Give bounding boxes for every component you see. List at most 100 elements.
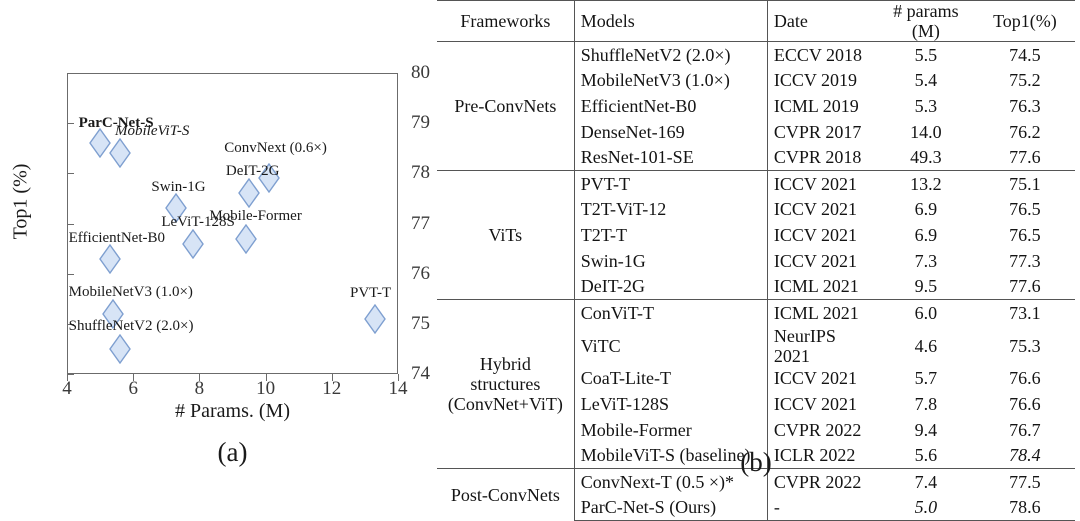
cell-top1: 78.4 xyxy=(1009,445,1041,466)
y-tick-mark-74 xyxy=(67,374,74,375)
y-axis-title: Top1 (%) xyxy=(9,163,32,240)
data-point-label: MobileNetV3 (1.0×) xyxy=(68,283,193,300)
cell-top1: 76.5 xyxy=(1009,224,1041,245)
cell-date: CVPR 2022 xyxy=(766,416,877,443)
data-point-label: ShuffleNetV2 (2.0×) xyxy=(68,318,194,335)
x-tick-label-6: 6 xyxy=(128,378,138,399)
col-header-frameworks: Frameworks xyxy=(437,0,575,42)
cell-top1: 74.5 xyxy=(974,40,1075,68)
cell-params: 9.5 xyxy=(914,276,938,297)
x-tick-label-8: 8 xyxy=(194,378,205,399)
cell-date: - xyxy=(766,494,877,521)
cell-top1: 75.3 xyxy=(1009,335,1041,356)
cell-model: DeIT-2G xyxy=(573,273,768,300)
cell-params: 49.3 xyxy=(910,147,942,168)
x-tick-mark-12 xyxy=(331,374,333,381)
cell-date: ICCV 2019 xyxy=(766,67,877,94)
cell-top1: 75.2 xyxy=(1009,70,1041,91)
cell-top1: 77.6 xyxy=(1009,276,1041,297)
cell-model: T2T-ViT-12 xyxy=(573,196,768,223)
cell-top1: 76.5 xyxy=(1009,199,1041,220)
cell-model: ParC-Net-S (Ours) xyxy=(573,494,768,521)
x-tick-mark-10 xyxy=(265,374,267,381)
cell-top1: 77.6 xyxy=(1009,147,1041,168)
cell-model: ShuffleNetV2 (2.0×) xyxy=(573,40,768,68)
cell-params: 5.0 xyxy=(876,494,975,521)
cell-top1: 76.6 xyxy=(1009,393,1041,414)
data-point-label: ParC-Net-S xyxy=(78,115,154,132)
cell-params: 7.8 xyxy=(914,393,938,414)
col-header-date: Date xyxy=(766,0,877,42)
cell-params: 14.0 xyxy=(910,121,942,142)
y-tick-label-77: 77 xyxy=(411,212,430,234)
x-tick-mark-4 xyxy=(67,374,68,381)
table-figure-panel-b: Frameworks Models Date # params (M) Top1… xyxy=(437,0,1077,521)
cell-params: 5.4 xyxy=(914,70,938,91)
cell-params: 6.0 xyxy=(876,298,975,326)
cell-model: LeViT-128S xyxy=(573,391,768,417)
table-header-row: Frameworks Models Date # params (M) Top1… xyxy=(437,0,1075,42)
cell-params: 4.6 xyxy=(914,335,938,356)
x-tick-label-4: 4 xyxy=(62,378,72,399)
cell-date: ICLR 2022 xyxy=(766,442,877,469)
x-tick-mark-6 xyxy=(133,374,135,381)
cell-date: ICCV 2021 xyxy=(766,169,877,197)
cell-date: ICCV 2021 xyxy=(766,247,877,274)
data-point-label: Mobile-Former xyxy=(209,207,302,224)
comparison-table: Frameworks Models Date # params (M) Top1… xyxy=(437,0,1075,521)
table-row: MobileNetV3 (1.0×)ICCV 2019 5.4 75.2 xyxy=(437,67,1075,94)
cell-model: PVT-T xyxy=(573,169,768,197)
x-tick-mark-14 xyxy=(398,374,399,381)
cell-params: 5.5 xyxy=(876,40,975,68)
plot-frame xyxy=(67,73,398,374)
y-tick-mark-79 xyxy=(67,123,74,125)
cell-framework: ViTs xyxy=(437,169,575,300)
cell-date: ICCV 2021 xyxy=(766,391,877,417)
y-tick-label-76: 76 xyxy=(411,262,430,284)
table-head: Frameworks Models Date # params (M) Top1… xyxy=(437,0,1075,42)
data-point-label: LeViT-128S xyxy=(161,214,235,231)
y-tick-mark-75 xyxy=(67,323,74,325)
x-tick-label-10: 10 xyxy=(256,378,276,399)
x-tick-label-14: 14 xyxy=(388,378,408,399)
framework-line-2: (ConvNet+ViT) xyxy=(447,393,563,414)
data-point-label: EfficientNet-B0 xyxy=(68,229,165,246)
y-tick-label-74: 74 xyxy=(411,363,430,384)
cell-params: 7.3 xyxy=(914,250,938,271)
cell-params: 13.2 xyxy=(876,169,975,197)
cell-top1: 76.2 xyxy=(1009,121,1041,142)
cell-date: CVPR 2018 xyxy=(766,144,877,171)
data-point-label: MobileViT-S xyxy=(114,122,190,139)
cell-top1: 75.1 xyxy=(974,169,1075,197)
col-header-params: # params (M) xyxy=(876,0,975,42)
col-header-top1: Top1(%) xyxy=(974,0,1075,42)
cell-top1: 76.6 xyxy=(1009,368,1041,389)
cell-model: EfficientNet-B0 xyxy=(573,93,768,119)
cell-params: 9.4 xyxy=(914,419,938,440)
cell-top1: 76.3 xyxy=(1009,95,1041,116)
cell-params: 6.9 xyxy=(914,224,938,245)
cell-date: ECCV 2018 xyxy=(766,40,877,68)
cell-top1: 76.7 xyxy=(1009,419,1041,440)
cell-params: 5.3 xyxy=(914,95,938,116)
cell-model: ResNet-101-SE xyxy=(573,144,768,171)
caption-panel-b: (b) xyxy=(740,447,772,477)
data-point-label: ConvNext (0.6×) xyxy=(224,140,327,157)
cell-model: T2T-T xyxy=(573,222,768,248)
cell-model: MobileNetV3 (1.0×) xyxy=(573,67,768,94)
x-tick-label-12: 12 xyxy=(322,378,342,399)
cell-model: Mobile-Former xyxy=(573,416,768,443)
cell-top1: 73.1 xyxy=(974,298,1075,326)
